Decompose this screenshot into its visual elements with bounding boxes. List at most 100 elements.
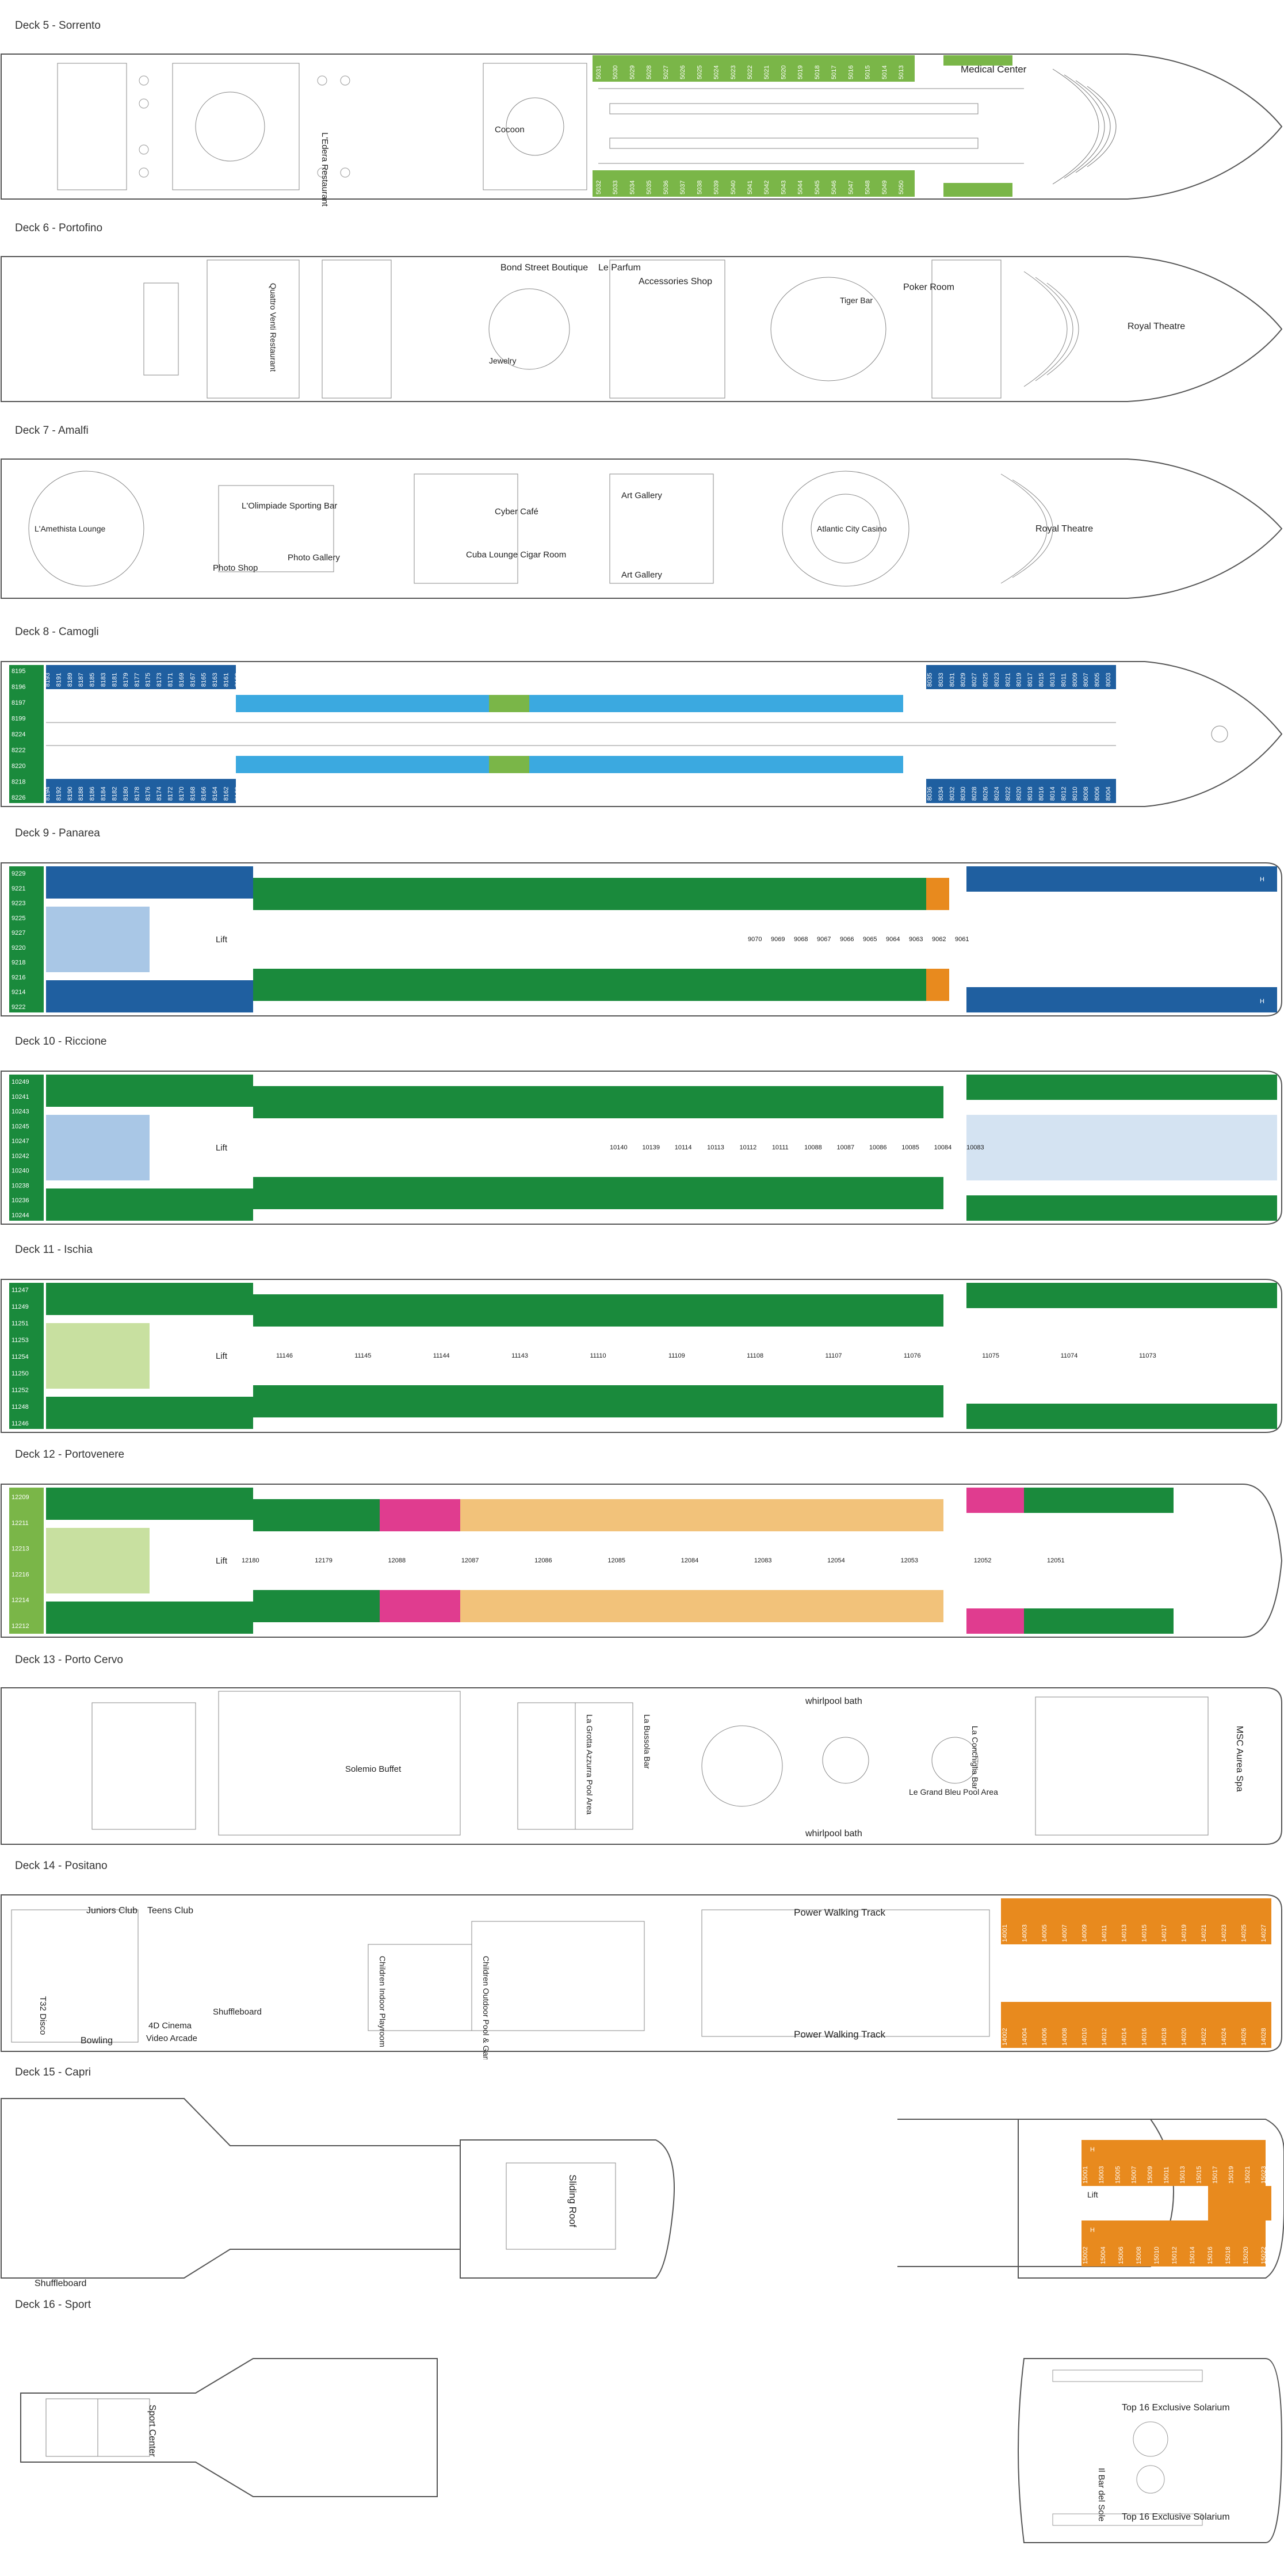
cabin-number[interactable]: 8092 bbox=[614, 787, 621, 801]
cabin-number[interactable]: 10247 bbox=[12, 1138, 29, 1145]
cabin-number[interactable]: 5019 bbox=[797, 66, 804, 79]
cabin-number[interactable]: 12211 bbox=[12, 1520, 29, 1527]
cabin-number[interactable]: 8101 bbox=[558, 673, 565, 687]
cabin-number[interactable]: 8087 bbox=[636, 673, 643, 687]
cabin-number[interactable]: 14011 bbox=[1101, 1925, 1108, 1942]
cabin-number[interactable]: 8108 bbox=[525, 787, 532, 801]
cabin-number[interactable]: 8089 bbox=[625, 673, 632, 687]
cabin-number[interactable]: 5021 bbox=[763, 66, 770, 79]
cabin-number[interactable]: 5016 bbox=[847, 66, 854, 79]
cabin-number[interactable]: 10111 bbox=[772, 1144, 789, 1151]
cabin-number[interactable]: 8199 bbox=[12, 716, 25, 723]
cabin-number[interactable]: 11251 bbox=[12, 1320, 29, 1327]
cabin-number[interactable]: 8126 bbox=[424, 787, 431, 801]
cabin-number[interactable]: 9229 bbox=[12, 870, 25, 877]
cabin-number[interactable]: 8069 bbox=[736, 673, 743, 687]
cabin-number[interactable]: 8104 bbox=[547, 787, 553, 801]
cabin-number[interactable]: 8144 bbox=[323, 787, 330, 801]
cabin-number[interactable]: 8186 bbox=[89, 787, 96, 801]
cabin-number[interactable]: 11073 bbox=[1139, 1352, 1156, 1359]
cabin-number[interactable]: 12214 bbox=[12, 1597, 29, 1604]
cabin-number[interactable]: 10238 bbox=[12, 1182, 29, 1189]
cabin-number[interactable]: 8013 bbox=[1049, 673, 1056, 687]
cabin-number[interactable]: 8030 bbox=[960, 787, 967, 801]
cabin-number[interactable]: 12052 bbox=[974, 1557, 992, 1564]
cabin-number[interactable]: 8114 bbox=[491, 787, 498, 801]
cabin-number[interactable]: 8093 bbox=[603, 673, 610, 687]
cabin-number[interactable]: 8149 bbox=[290, 673, 297, 687]
cabin-number[interactable]: 8007 bbox=[1083, 673, 1090, 687]
cabin-number[interactable]: 11253 bbox=[12, 1337, 29, 1344]
cabin-number[interactable]: 8053 bbox=[826, 673, 833, 687]
cabin-number[interactable]: 8044 bbox=[882, 787, 889, 801]
cabin-number[interactable]: 8151 bbox=[279, 673, 286, 687]
cabin-number[interactable]: 9223 bbox=[12, 900, 25, 907]
cabin-number[interactable]: 8060 bbox=[793, 787, 800, 801]
cabin-number[interactable]: 8135 bbox=[368, 673, 375, 687]
cabin-number[interactable]: 10240 bbox=[12, 1168, 29, 1175]
cabin-number[interactable]: 9216 bbox=[12, 974, 25, 981]
cabin-number[interactable]: 15015 bbox=[1195, 2166, 1202, 2184]
cabin-number[interactable]: 8197 bbox=[12, 700, 25, 706]
cabin-number[interactable]: 8183 bbox=[100, 673, 107, 687]
cabin-number[interactable]: 8072 bbox=[725, 787, 732, 801]
cabin-number[interactable]: 5027 bbox=[663, 66, 670, 79]
cabin-number[interactable]: 8004 bbox=[1105, 787, 1112, 801]
cabin-number[interactable]: 14020 bbox=[1181, 2028, 1188, 2046]
cabin-number[interactable]: 14007 bbox=[1061, 1924, 1068, 1942]
cabin-number[interactable]: 9066 bbox=[840, 936, 854, 943]
cabin-number[interactable]: 8085 bbox=[647, 673, 654, 687]
cabin-number[interactable]: 14005 bbox=[1041, 1924, 1048, 1942]
cabin-number[interactable]: 12087 bbox=[461, 1557, 479, 1564]
cabin-number[interactable]: 11107 bbox=[826, 1352, 842, 1359]
cabin-number[interactable]: 8037 bbox=[915, 673, 922, 687]
cabin-number[interactable]: 8033 bbox=[938, 673, 945, 687]
cabin-number[interactable]: 11143 bbox=[511, 1352, 528, 1359]
cabin-number[interactable]: 11108 bbox=[747, 1352, 763, 1359]
cabin-number[interactable]: 8177 bbox=[133, 673, 140, 687]
cabin-number[interactable]: 8107 bbox=[525, 673, 532, 687]
cabin-number[interactable]: 5038 bbox=[696, 181, 703, 194]
cabin-number[interactable]: 8148 bbox=[301, 787, 308, 801]
cabin-number[interactable]: 8132 bbox=[391, 787, 398, 801]
cabin-number[interactable]: 5039 bbox=[713, 181, 720, 194]
cabin-number[interactable]: 8154 bbox=[268, 787, 274, 801]
cabin-number[interactable]: 5037 bbox=[679, 181, 686, 194]
cabin-number[interactable]: 8016 bbox=[1038, 787, 1045, 801]
cabin-number[interactable]: 8062 bbox=[781, 787, 788, 801]
cabin-number[interactable]: 11145 bbox=[354, 1352, 371, 1359]
cabin-number[interactable]: 15008 bbox=[1136, 2246, 1142, 2264]
cabin-number[interactable]: 8025 bbox=[982, 673, 989, 687]
cabin-number[interactable]: 8138 bbox=[357, 787, 364, 801]
cabin-number[interactable]: 12086 bbox=[534, 1557, 552, 1564]
cabin-number[interactable]: 5030 bbox=[612, 66, 619, 79]
cabin-number[interactable]: 8129 bbox=[402, 673, 408, 687]
cabin-number[interactable]: 5041 bbox=[747, 181, 754, 194]
cabin-number[interactable]: 8146 bbox=[312, 787, 319, 801]
cabin-number[interactable]: 8008 bbox=[1083, 787, 1090, 801]
cabin-number[interactable]: 8005 bbox=[1094, 673, 1101, 687]
cabin-number[interactable]: 14012 bbox=[1101, 2028, 1108, 2046]
cabin-number[interactable]: 15018 bbox=[1225, 2246, 1232, 2264]
cabin-number[interactable]: 5045 bbox=[814, 181, 821, 194]
cabin-number[interactable]: 8142 bbox=[335, 787, 342, 801]
cabin-number[interactable]: 15002 bbox=[1082, 2246, 1089, 2264]
cabin-number[interactable]: 8158 bbox=[245, 787, 252, 801]
cabin-number[interactable]: 8058 bbox=[804, 787, 811, 801]
cabin-number[interactable]: 9225 bbox=[12, 915, 25, 922]
cabin-number[interactable]: 10114 bbox=[675, 1144, 692, 1151]
cabin-number[interactable]: 15021 bbox=[1244, 2166, 1251, 2184]
cabin-number[interactable]: 8141 bbox=[335, 673, 342, 687]
cabin-number[interactable]: 14022 bbox=[1201, 2028, 1207, 2046]
cabin-number[interactable]: 8061 bbox=[781, 673, 788, 687]
cabin-number[interactable]: 8024 bbox=[993, 787, 1000, 801]
cabin-number[interactable]: 8064 bbox=[770, 787, 777, 801]
cabin-number[interactable]: 5020 bbox=[780, 66, 787, 79]
cabin-number[interactable]: 15001 bbox=[1082, 2166, 1089, 2184]
cabin-number[interactable]: 5013 bbox=[898, 66, 905, 79]
cabin-number[interactable]: 5026 bbox=[679, 66, 686, 79]
cabin-number[interactable]: 8116 bbox=[480, 787, 487, 801]
cabin-number[interactable]: 8168 bbox=[189, 787, 196, 801]
cabin-number[interactable]: 10236 bbox=[12, 1197, 29, 1204]
cabin-number[interactable]: 14014 bbox=[1121, 2028, 1128, 2046]
